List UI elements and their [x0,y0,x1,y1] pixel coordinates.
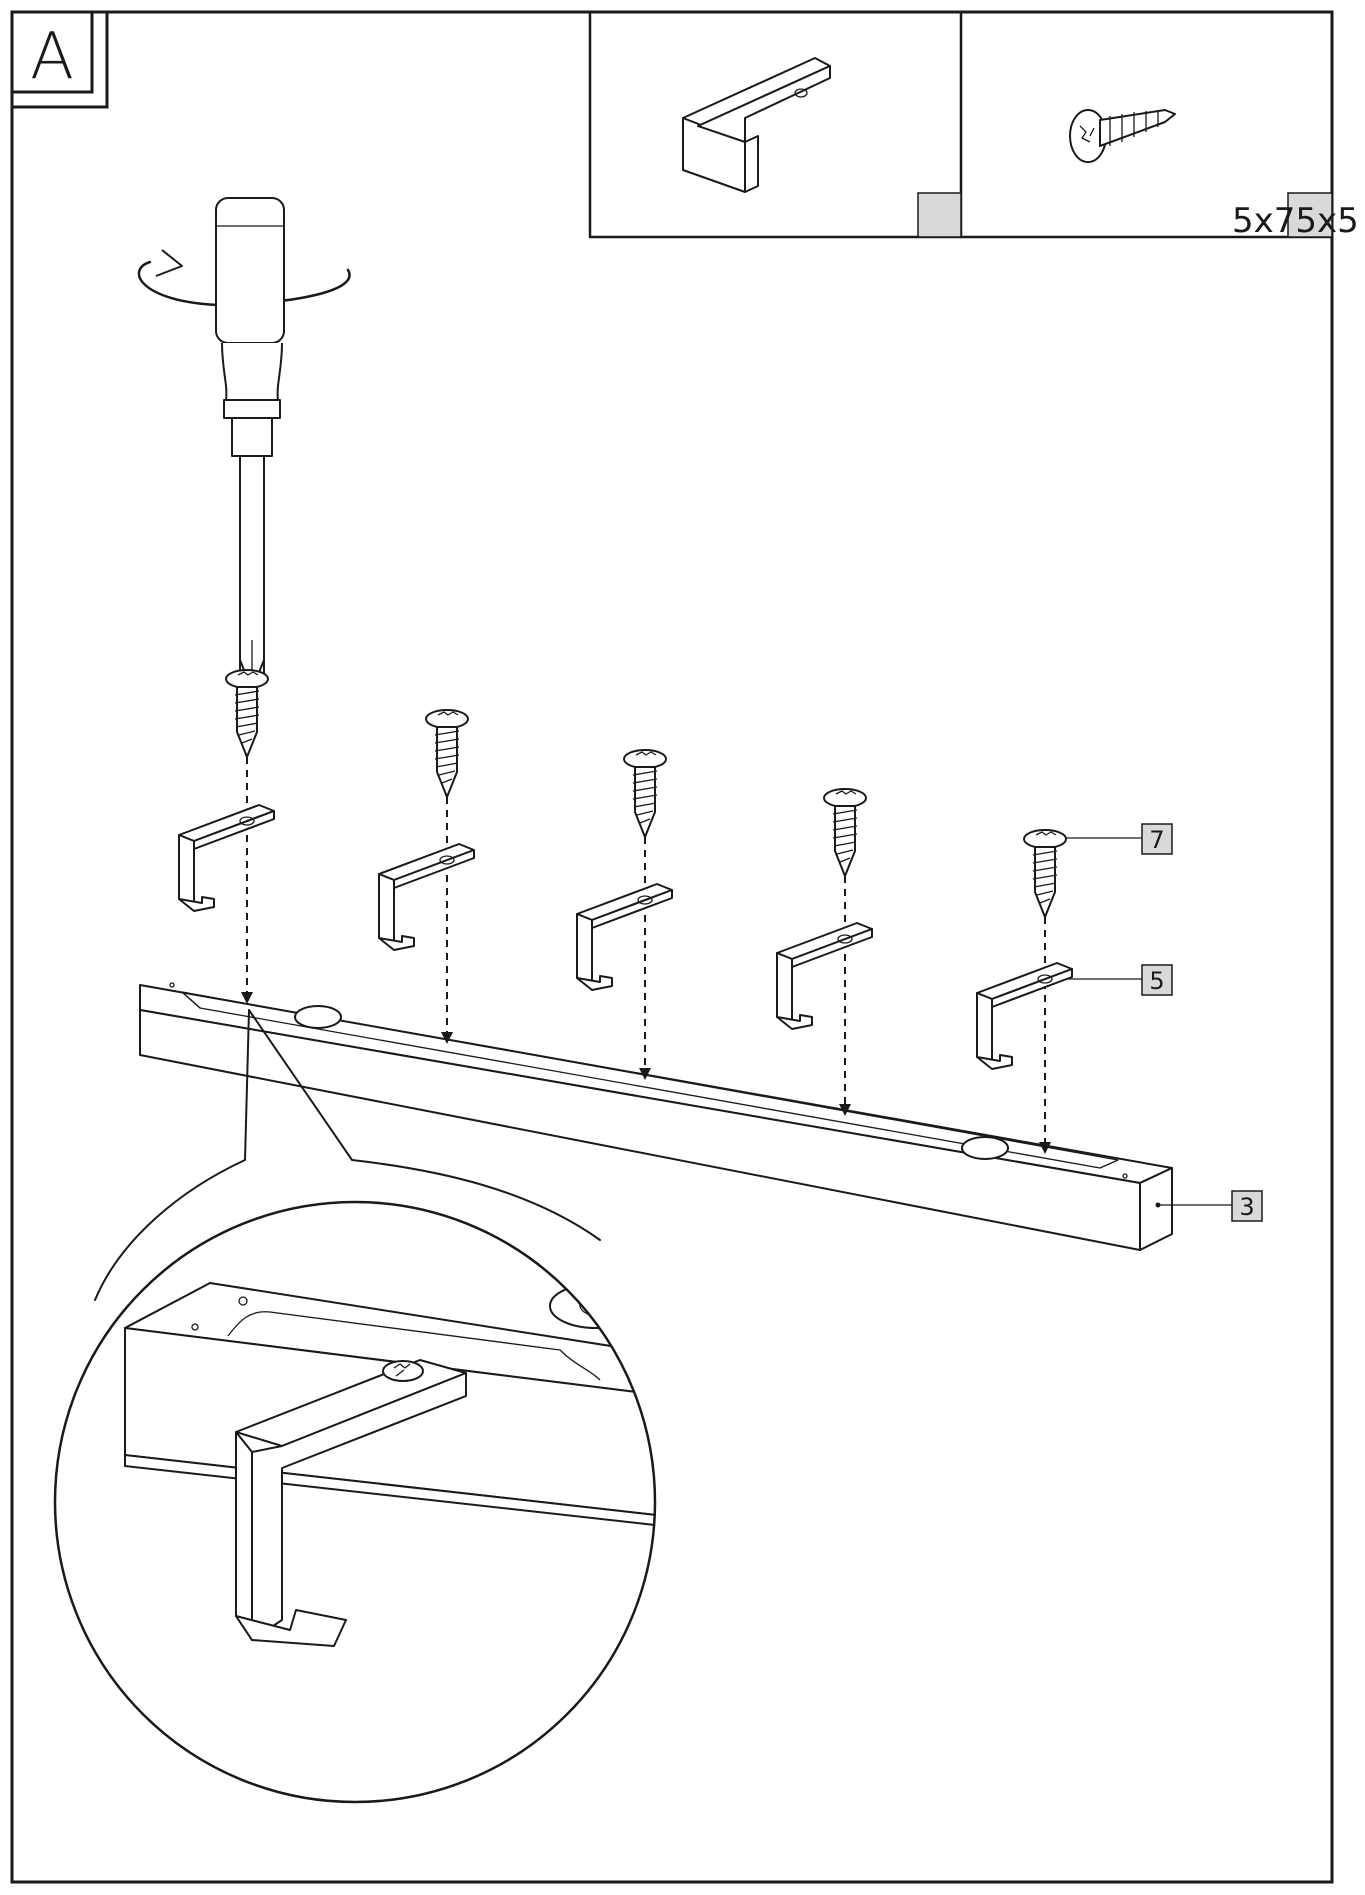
step-label-box: A [10,10,109,109]
callout-screw-number: 7 [1149,826,1164,854]
bracket-1 [178,804,275,912]
callout-screw: 7 [1065,823,1173,855]
bracket-2 [378,843,475,951]
detail-magnifier [53,1200,657,1804]
step-letter: A [30,20,74,94]
screw-5 [1023,829,1067,918]
screw-1 [225,669,269,758]
callout-bracket-number: 5 [1149,967,1164,995]
bracket-3 [576,883,673,991]
hook-bracket-icon [682,57,831,193]
parts-box: 5x75x5 [588,10,1359,241]
detail-leader-right [248,1009,601,1241]
screw-quantity-label: 5x75x5 [1232,201,1359,241]
detail-leader-left [94,1009,250,1301]
wood-screw-icon [1069,109,1176,163]
screw-tag [1287,192,1333,238]
callout-rail-number: 3 [1239,1193,1254,1221]
bracket-tag [917,192,962,238]
screw-2 [425,709,469,798]
callout-bracket: 5 [1068,964,1173,996]
screwdriver-icon [137,197,351,691]
guide-lines [246,757,1046,1150]
callout-rail: 3 [1155,1190,1263,1222]
bracket-5 [976,962,1073,1070]
screw-3 [623,749,667,838]
bracket-4 [776,922,873,1030]
insertion-arrows [241,992,1051,1154]
rail [139,982,1173,1251]
screw-4 [823,788,867,877]
